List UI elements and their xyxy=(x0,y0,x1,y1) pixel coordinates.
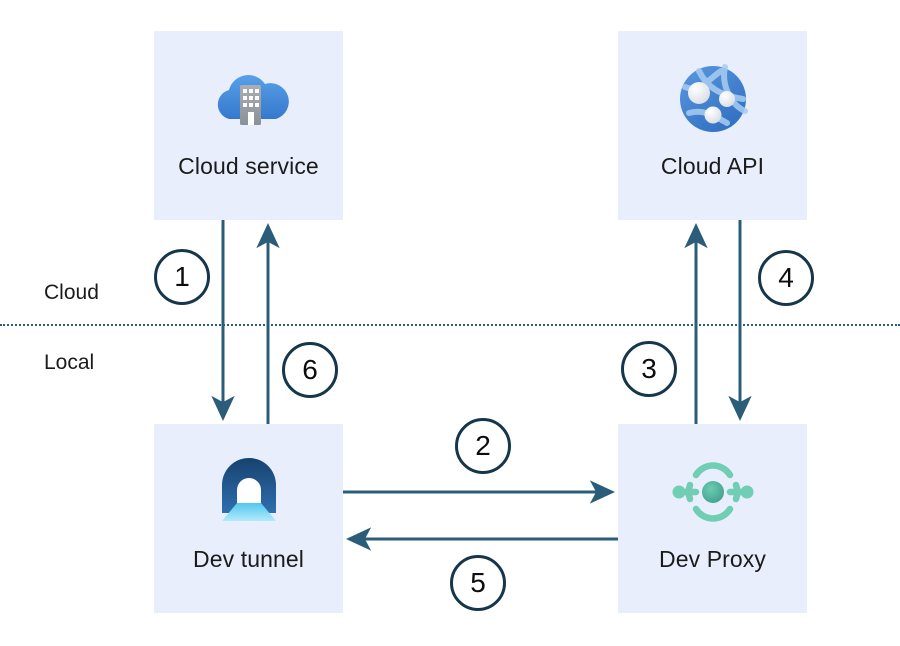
node-label-dev-proxy: Dev Proxy xyxy=(659,546,766,572)
node-dev-tunnel[interactable]: Dev tunnel xyxy=(154,424,343,613)
zone-label-local: Local xyxy=(44,351,95,374)
step-badge-6: 6 xyxy=(282,342,338,398)
proxy-target-icon xyxy=(671,450,755,534)
node-cloud-api[interactable]: Cloud API xyxy=(618,31,807,220)
step-badge-5: 5 xyxy=(450,555,506,611)
node-label-dev-tunnel: Dev tunnel xyxy=(193,546,304,572)
cloud-local-divider xyxy=(0,324,900,326)
step-badge-1: 1 xyxy=(154,249,210,305)
step-badge-2: 2 xyxy=(455,418,511,474)
node-dev-proxy[interactable]: Dev Proxy xyxy=(618,424,807,613)
globe-network-icon xyxy=(671,57,755,141)
zone-label-cloud: Cloud xyxy=(44,281,99,304)
step-badge-3: 3 xyxy=(621,341,677,397)
node-label-cloud-api: Cloud API xyxy=(660,153,765,179)
tunnel-icon xyxy=(207,450,291,534)
node-label-cloud-service: Cloud service xyxy=(178,153,319,179)
cloud-building-icon xyxy=(207,57,291,141)
node-cloud-service[interactable]: Cloud service xyxy=(154,31,343,220)
step-badge-4: 4 xyxy=(758,250,814,306)
